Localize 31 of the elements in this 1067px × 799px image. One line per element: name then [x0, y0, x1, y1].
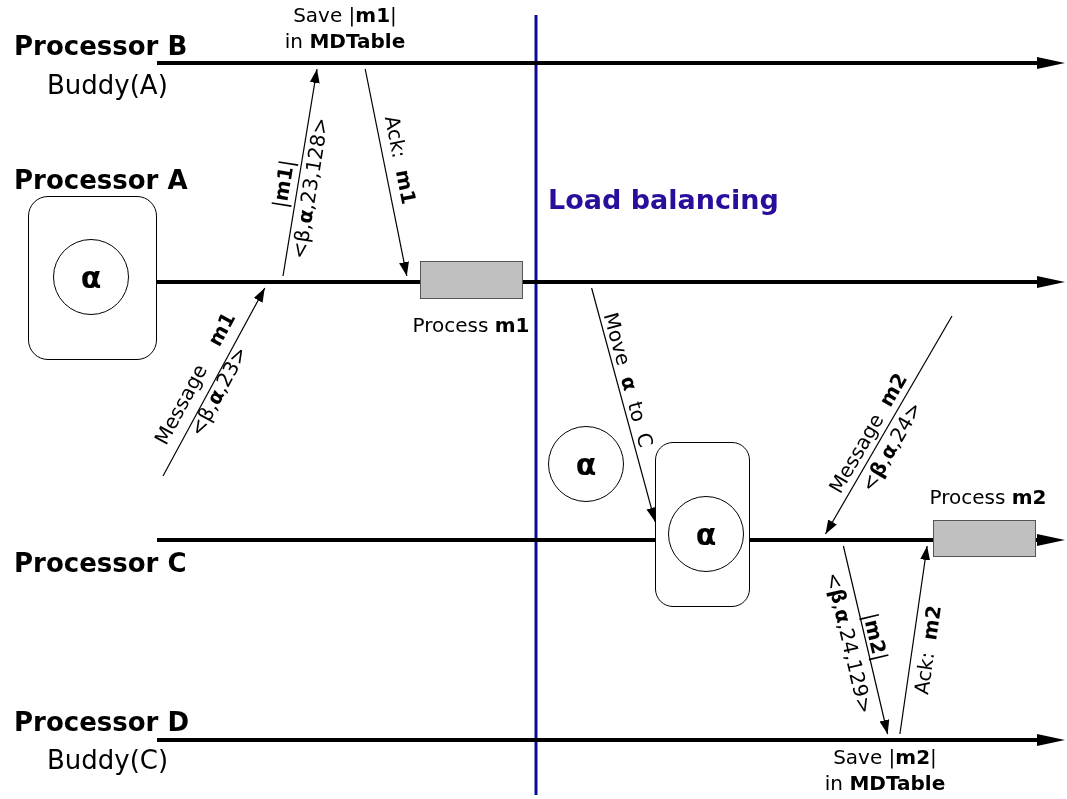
alpha-symbol: α: [695, 516, 717, 552]
process-caption: Process m1: [412, 313, 530, 337]
process-block: [933, 520, 1036, 557]
edge-label: Ack: m1: [378, 113, 423, 207]
buddy-label: Buddy(C): [47, 744, 169, 776]
process-block: [420, 261, 523, 299]
alpha-symbol: α: [80, 259, 102, 295]
processor-name: Processor A: [14, 164, 188, 196]
processor-name: Processor B: [14, 30, 188, 62]
buddy-label: Buddy(A): [47, 69, 168, 101]
process-caption: Process m2: [929, 485, 1047, 509]
edge-label: Move α to C: [597, 309, 660, 451]
processor-object-box: [28, 196, 157, 360]
save-note: Save |m2| in MDTable: [823, 744, 947, 796]
processor-object-box: [655, 442, 750, 607]
save-note: Save |m1| in MDTable: [283, 2, 407, 54]
message-arrow: [591, 287, 657, 523]
message-arrow: [842, 545, 890, 735]
message-arrow: [824, 315, 953, 535]
message-arrow: [162, 287, 266, 477]
message-arrow: [282, 68, 320, 277]
message-arrow: [899, 545, 931, 735]
timeline-arrow: [157, 734, 1065, 746]
timeline-arrow: [157, 57, 1065, 69]
timeline-arrow: [157, 276, 1065, 288]
message-arrow: [364, 68, 409, 277]
edge-label: Ack: m2: [908, 603, 947, 697]
processor-name: Processor D: [14, 706, 190, 738]
section-title: Load balancing: [548, 183, 779, 217]
alpha-symbol: α: [575, 446, 597, 482]
processor-name: Processor C: [14, 547, 187, 579]
